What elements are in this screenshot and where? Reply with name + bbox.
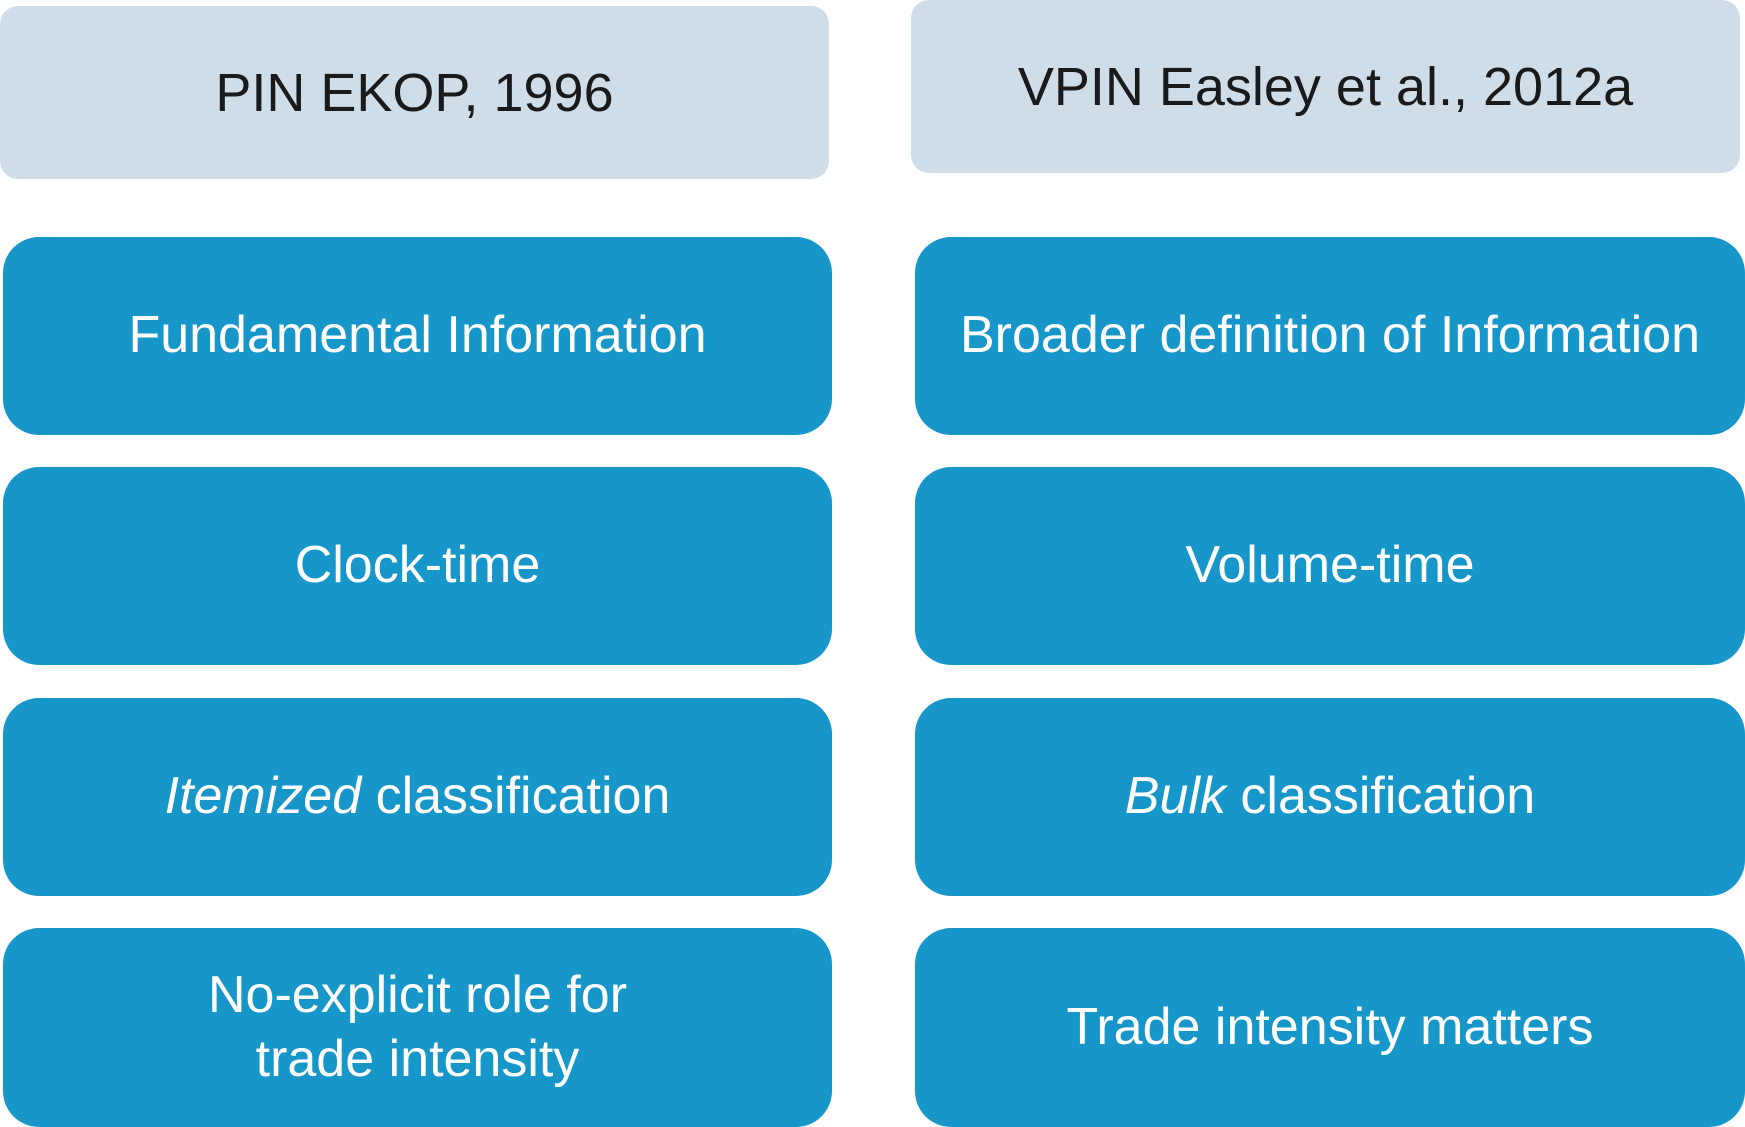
- pin-row-1-label: Fundamental Information: [128, 306, 707, 365]
- pin-row-4-line-2: trade intensity: [255, 1029, 580, 1088]
- vpin-header-label: VPIN Easley et al., 2012a: [1017, 56, 1634, 117]
- vpin-row-1-label: Broader definition of Information: [960, 306, 1700, 365]
- vpin-trade-intensity-box: Trade intensity matters: [915, 928, 1745, 1127]
- pin-row-2-label: Clock-time: [294, 536, 541, 595]
- vpin-bulk-classification-box: Bulk classification: [915, 698, 1745, 896]
- vpin-row-2-label: Volume-time: [1185, 536, 1475, 595]
- vpin-header: VPIN Easley et al., 2012a: [911, 0, 1740, 173]
- pin-trade-intensity-box: No-explicit role for trade intensity: [3, 928, 832, 1127]
- pin-fundamental-information-box: Fundamental Information: [3, 237, 832, 435]
- pin-row-3-label: classification: [361, 767, 671, 826]
- pin-clock-time-box: Clock-time: [3, 467, 832, 665]
- pin-header-label: PIN EKOP, 1996: [215, 62, 614, 123]
- vpin-volume-time-box: Volume-time: [915, 467, 1745, 665]
- vpin-row-3-italic: Bulk: [1124, 767, 1226, 826]
- vpin-row-3-label: classification: [1225, 767, 1536, 826]
- pin-itemized-classification-box: Itemized classification: [3, 698, 832, 896]
- pin-row-4-line-1: No-explicit role for: [207, 966, 628, 1025]
- vpin-broader-information-box: Broader definition of Information: [915, 237, 1745, 435]
- vpin-row-4-label: Trade intensity matters: [1066, 997, 1594, 1056]
- pin-header: PIN EKOP, 1996: [0, 6, 829, 179]
- pin-row-3-italic: Itemized: [164, 767, 362, 826]
